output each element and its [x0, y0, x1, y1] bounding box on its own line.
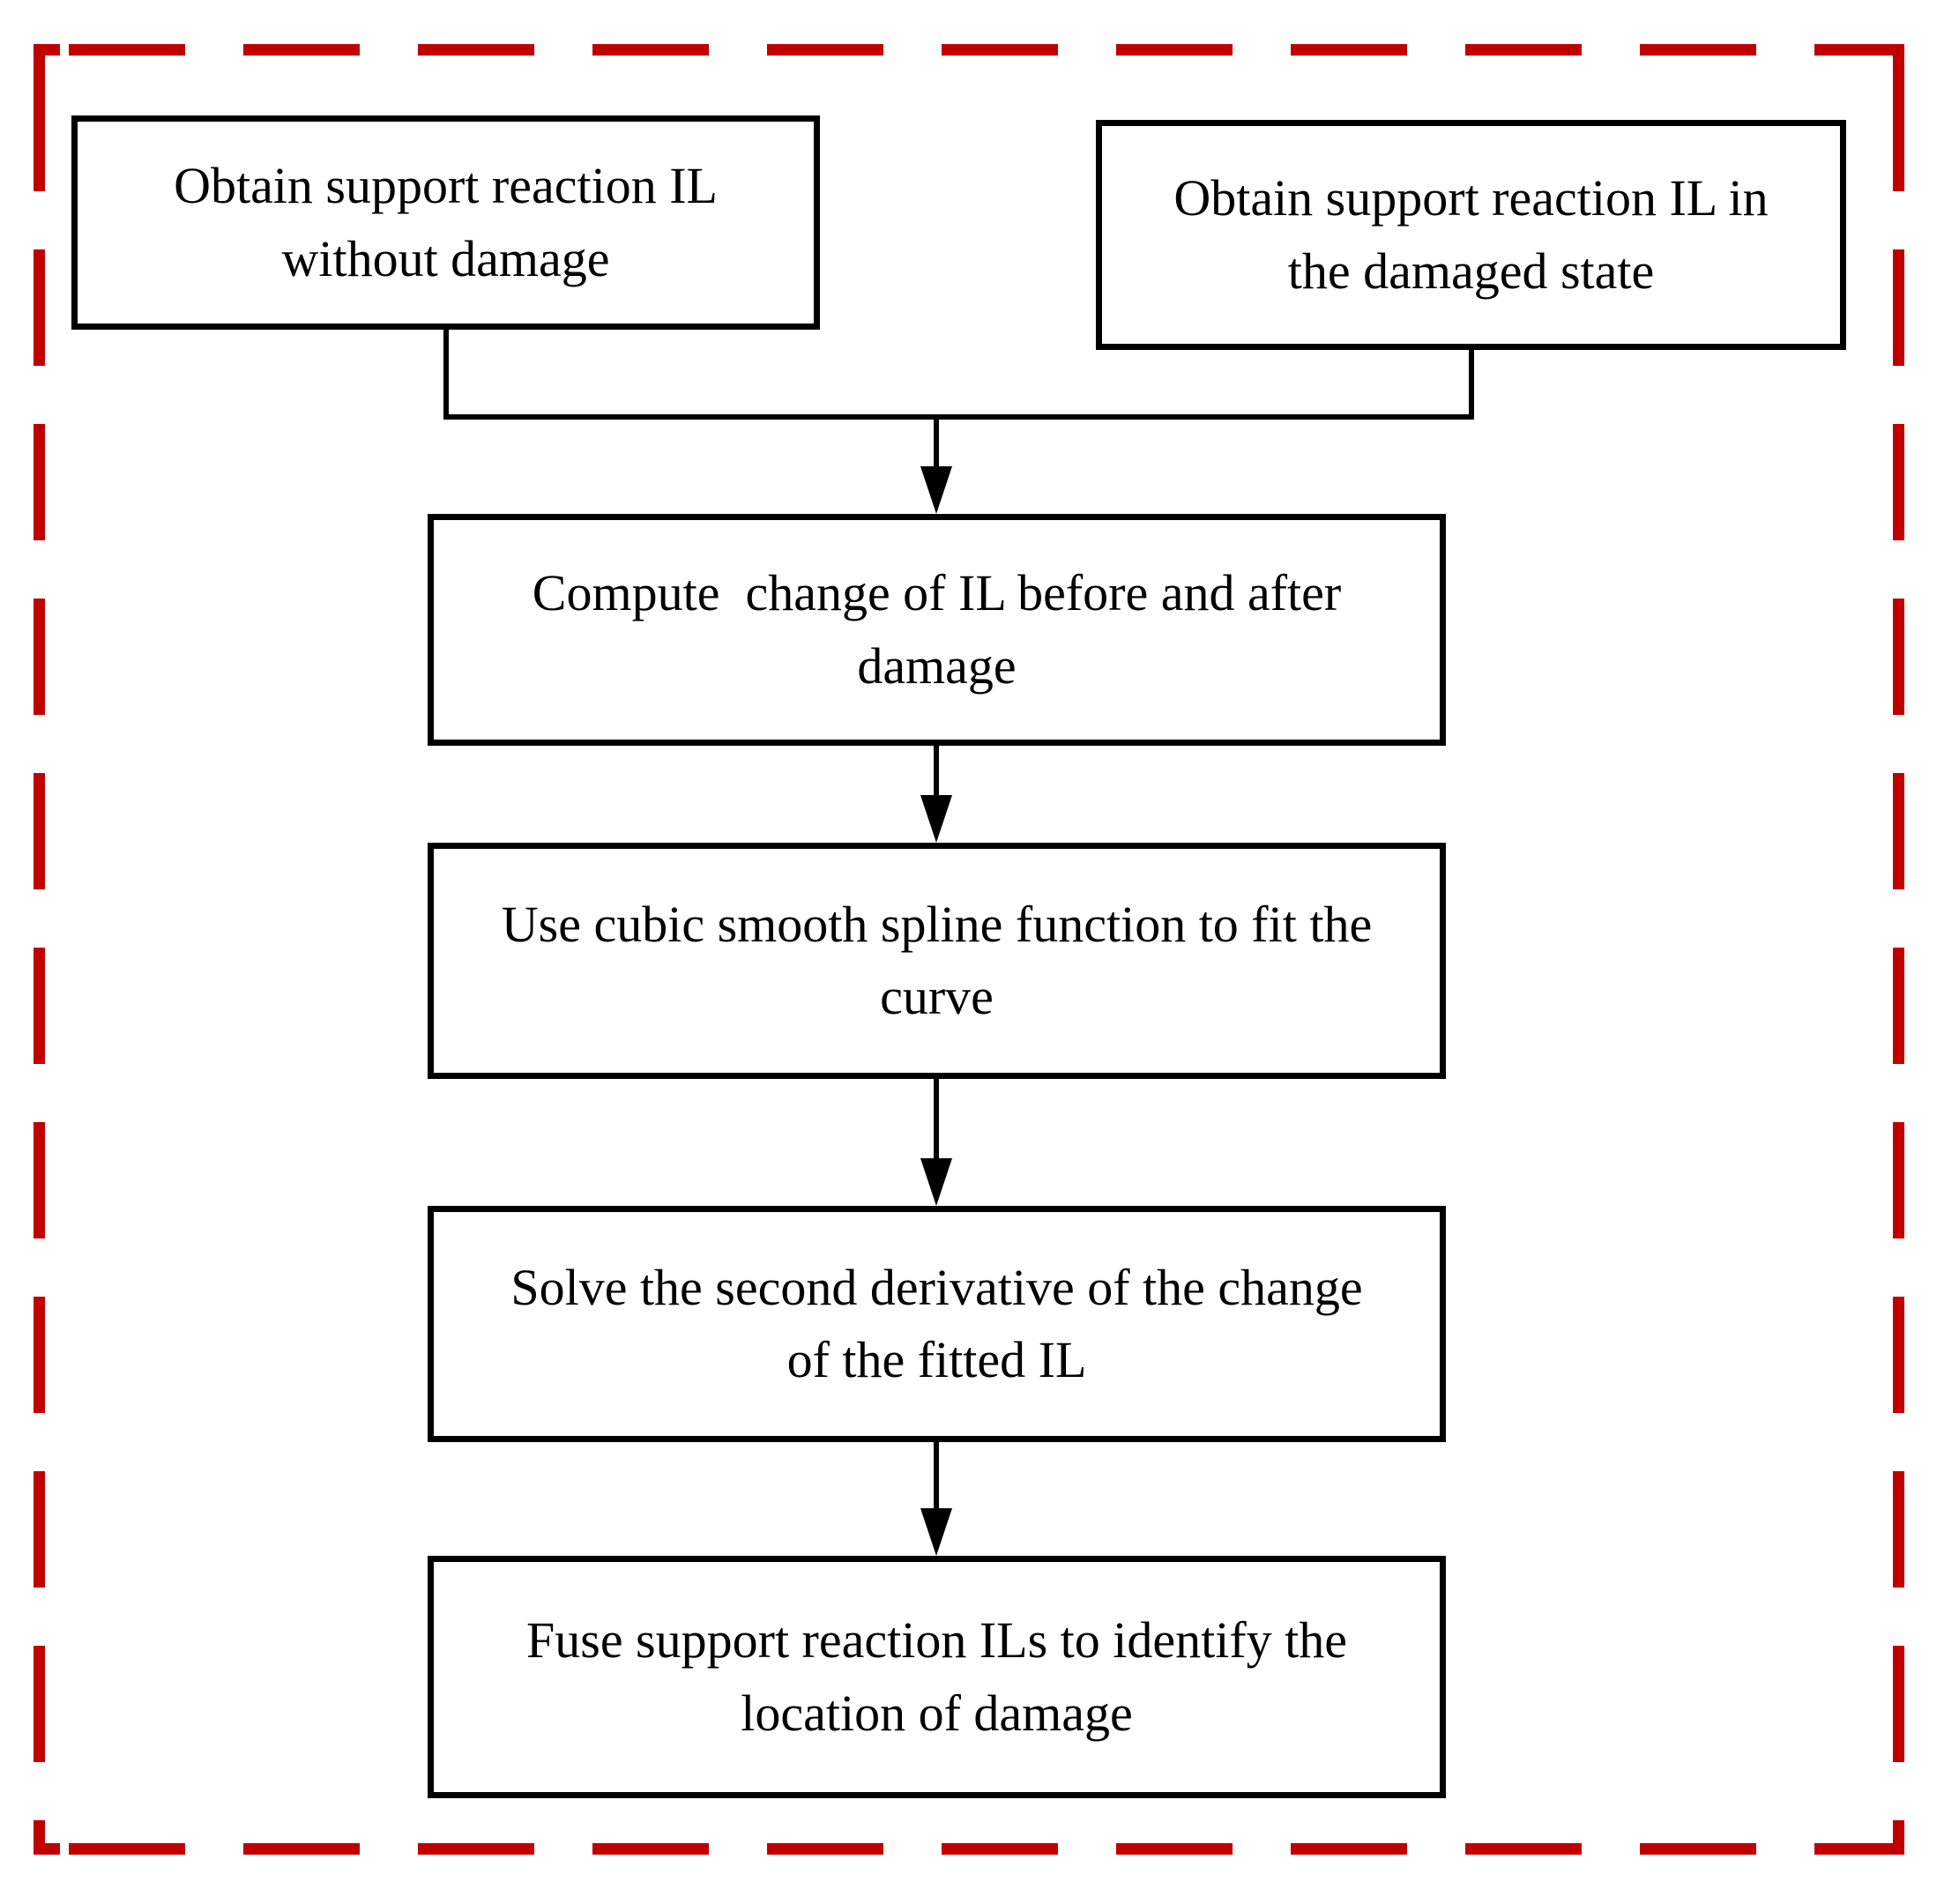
node-label: Solve the second derivative of the chang…: [510, 1258, 1363, 1388]
node-label: Fuse support reaction ILs to identify th…: [525, 1611, 1348, 1742]
dashed-frame-top: [34, 44, 1904, 56]
arrowhead-to-spline: [920, 795, 952, 843]
node-compute-change: Compute change of IL before and after da…: [428, 514, 1446, 746]
node-second-derivative: Solve the second derivative of the chang…: [428, 1206, 1446, 1442]
node-label: Obtain support reaction IL without damag…: [174, 157, 718, 287]
arrow-stem-to-fuse: [934, 1442, 939, 1510]
arrowhead-to-compute: [920, 466, 952, 514]
node-label: Compute change of IL before and after da…: [532, 564, 1342, 695]
node-obtain-il-undamaged: Obtain support reaction IL without damag…: [71, 115, 820, 330]
dashed-frame-right: [1893, 44, 1904, 1855]
arrow-stem-to-spline: [934, 746, 939, 799]
connector-right-drop: [1469, 350, 1474, 420]
arrowhead-to-fuse: [920, 1508, 952, 1556]
arrowhead-to-derivative: [920, 1158, 952, 1206]
dashed-frame-bottom: [34, 1843, 1904, 1855]
node-label: Obtain support reaction IL in the damage…: [1173, 169, 1769, 300]
node-spline-fit: Use cubic smooth spline function to fit …: [428, 843, 1446, 1079]
node-fuse-identify: Fuse support reaction ILs to identify th…: [428, 1556, 1446, 1798]
dashed-frame-left: [34, 44, 45, 1855]
connector-merge-bus: [443, 414, 1474, 420]
node-obtain-il-damaged: Obtain support reaction IL in the damage…: [1096, 120, 1846, 350]
arrow-stem-to-derivative: [934, 1079, 939, 1160]
arrow-stem-to-compute: [934, 420, 939, 468]
node-label: Use cubic smooth spline function to fit …: [501, 895, 1373, 1025]
connector-left-drop: [443, 330, 449, 420]
